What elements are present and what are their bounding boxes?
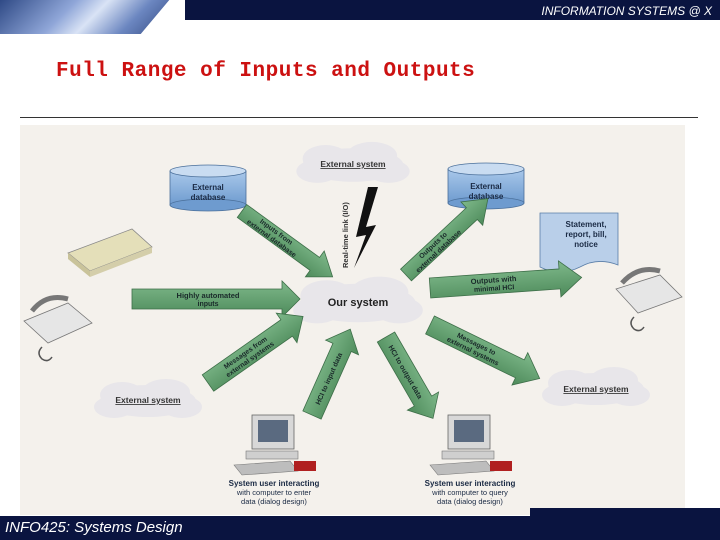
realtime-link-label: Real-time link (I/O) — [341, 202, 350, 268]
modem-device-icon — [67, 228, 153, 277]
left-db-label-2: database — [191, 193, 226, 202]
right-db-label-2: database — [469, 192, 504, 201]
left-computer-user-icon — [233, 414, 316, 476]
right-user-label-1: System user interacting — [425, 479, 516, 488]
right-cloud-label: External system — [563, 384, 629, 394]
arrow-highly-automated-inputs: Highly automated inputs — [131, 280, 301, 318]
left-user-label-2: with computer to enter — [236, 488, 312, 497]
right-external-database — [447, 162, 525, 210]
arrow-outputs-minimal-hci: Outputs with minimal HCI — [428, 260, 583, 299]
statement-label-3: notice — [574, 240, 598, 249]
slide-title: Full Range of Inputs and Outputs — [56, 60, 476, 83]
left-external-database — [169, 164, 247, 212]
right-user-label-2: with computer to query — [431, 488, 508, 497]
svg-text:inputs: inputs — [198, 301, 219, 308]
footer-bar — [0, 508, 720, 540]
header-title: INFORMATION SYSTEMS @ X — [541, 4, 712, 18]
svg-text:Outputs with: Outputs with — [470, 274, 517, 286]
lightning-bolt-icon — [354, 187, 378, 268]
svg-text:minimal HCI: minimal HCI — [474, 284, 515, 294]
io-diagram: External system Real-time link (I/O) Ext… — [20, 125, 685, 515]
left-user-label-3: data (dialog design) — [241, 497, 307, 506]
footer-course-label: INFO425: Systems Design — [5, 519, 183, 536]
top-cloud-label: External system — [320, 159, 386, 169]
left-telephone-icon — [23, 295, 93, 362]
left-db-label-1: External — [192, 183, 224, 192]
right-computer-user-icon — [429, 414, 512, 476]
svg-text:Highly automated: Highly automated — [177, 291, 240, 300]
statement-label-1: Statement, — [566, 220, 607, 229]
statement-label-2: report, bill, — [565, 230, 606, 239]
right-user-label-3: data (dialog design) — [437, 497, 503, 506]
left-user-label-1: System user interacting — [229, 479, 320, 488]
right-telephone-icon — [615, 267, 683, 332]
our-system-label: Our system — [328, 297, 389, 309]
left-cloud-label: External system — [115, 395, 181, 405]
header-photo — [0, 0, 185, 34]
title-divider — [20, 117, 698, 118]
right-db-label-1: External — [470, 182, 502, 191]
